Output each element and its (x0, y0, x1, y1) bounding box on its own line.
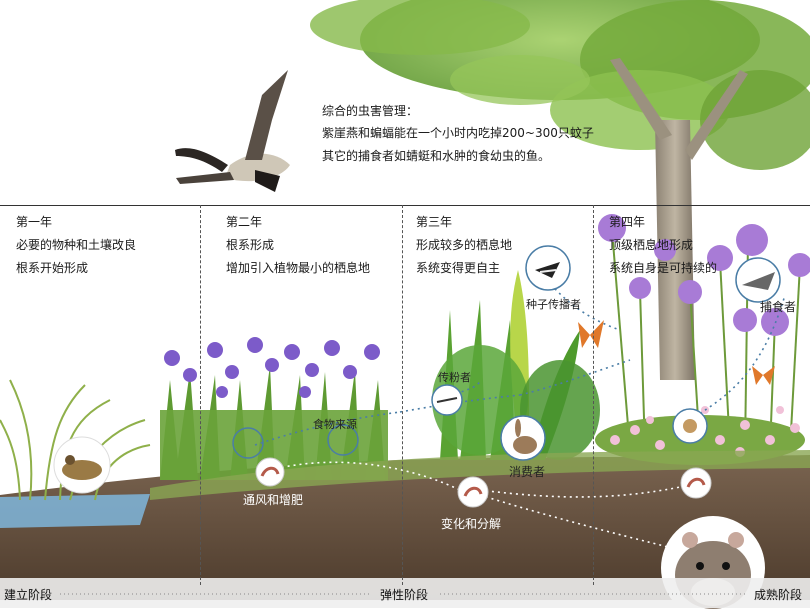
year-3-line-1: 形成较多的栖息地 (416, 238, 513, 252)
year-2-line-1: 根系形成 (226, 238, 275, 252)
year-1-line-2: 根系开始形成 (16, 261, 89, 275)
year-divider-1 (200, 205, 201, 585)
frog-badge (53, 436, 111, 494)
label-consumer: 消费者 (509, 465, 546, 479)
year-2-title: 第二年 (226, 215, 263, 229)
year-4-line-2: 系统自身是可持续的 (609, 261, 718, 275)
note-line-1: 紫崖燕和蝙蝠能在一个小时内吃掉200~300只蚊子 (322, 126, 594, 140)
year-3-line-2: 系统变得更自主 (416, 261, 501, 275)
ground-grass (150, 450, 810, 500)
soil-flow-lines (269, 461, 701, 556)
note-line-2: 其它的捕食者如蜻蜓和水肿的食幼虫的鱼。 (322, 149, 551, 163)
label-seed-spreader: 种子传播者 (526, 298, 581, 311)
iris-flowers (164, 337, 380, 398)
year-divider-3 (593, 205, 594, 585)
predator-bird-badge (735, 257, 781, 303)
year-3-title: 第三年 (416, 215, 453, 229)
water (0, 494, 150, 528)
stage-mature: 成熟阶段 (754, 588, 803, 602)
note-title: 综合的虫害管理： (322, 104, 419, 118)
worm-badge-1 (255, 457, 285, 487)
label-pollinator: 传粉者 (438, 371, 471, 384)
magpie-badge (525, 245, 571, 291)
label-aeration: 通风和增肥 (243, 493, 304, 507)
goose-illustration (175, 70, 290, 192)
food-source-badge (232, 424, 359, 459)
dragonfly-badge (431, 384, 463, 416)
year-2-line-2: 增加引入植物最小的栖息地 (226, 261, 371, 275)
butterfly-1 (578, 320, 604, 348)
section-divider (0, 205, 810, 206)
label-predator: 捕食者 (760, 300, 797, 314)
stage-establish: 建立阶段 (4, 588, 53, 602)
rabbit-badge (500, 415, 546, 461)
year-4-title: 第四年 (609, 215, 646, 229)
butterfly-2 (752, 366, 775, 385)
label-food-source: 食物来源 (313, 418, 357, 431)
timeline-bar (0, 578, 810, 608)
snail-badge (672, 408, 708, 444)
year-1-title: 第一年 (16, 215, 53, 229)
worm-badge-3 (680, 467, 712, 499)
year-4-line-1: 顶级栖息地形成 (609, 238, 694, 252)
worm-badge-2 (457, 476, 489, 508)
stage-resilience: 弹性阶段 (380, 588, 429, 602)
label-decomposition: 变化和分解 (441, 517, 502, 531)
year-divider-2 (402, 205, 403, 585)
year-1-line-1: 必要的物种和土壤改良 (16, 238, 137, 252)
